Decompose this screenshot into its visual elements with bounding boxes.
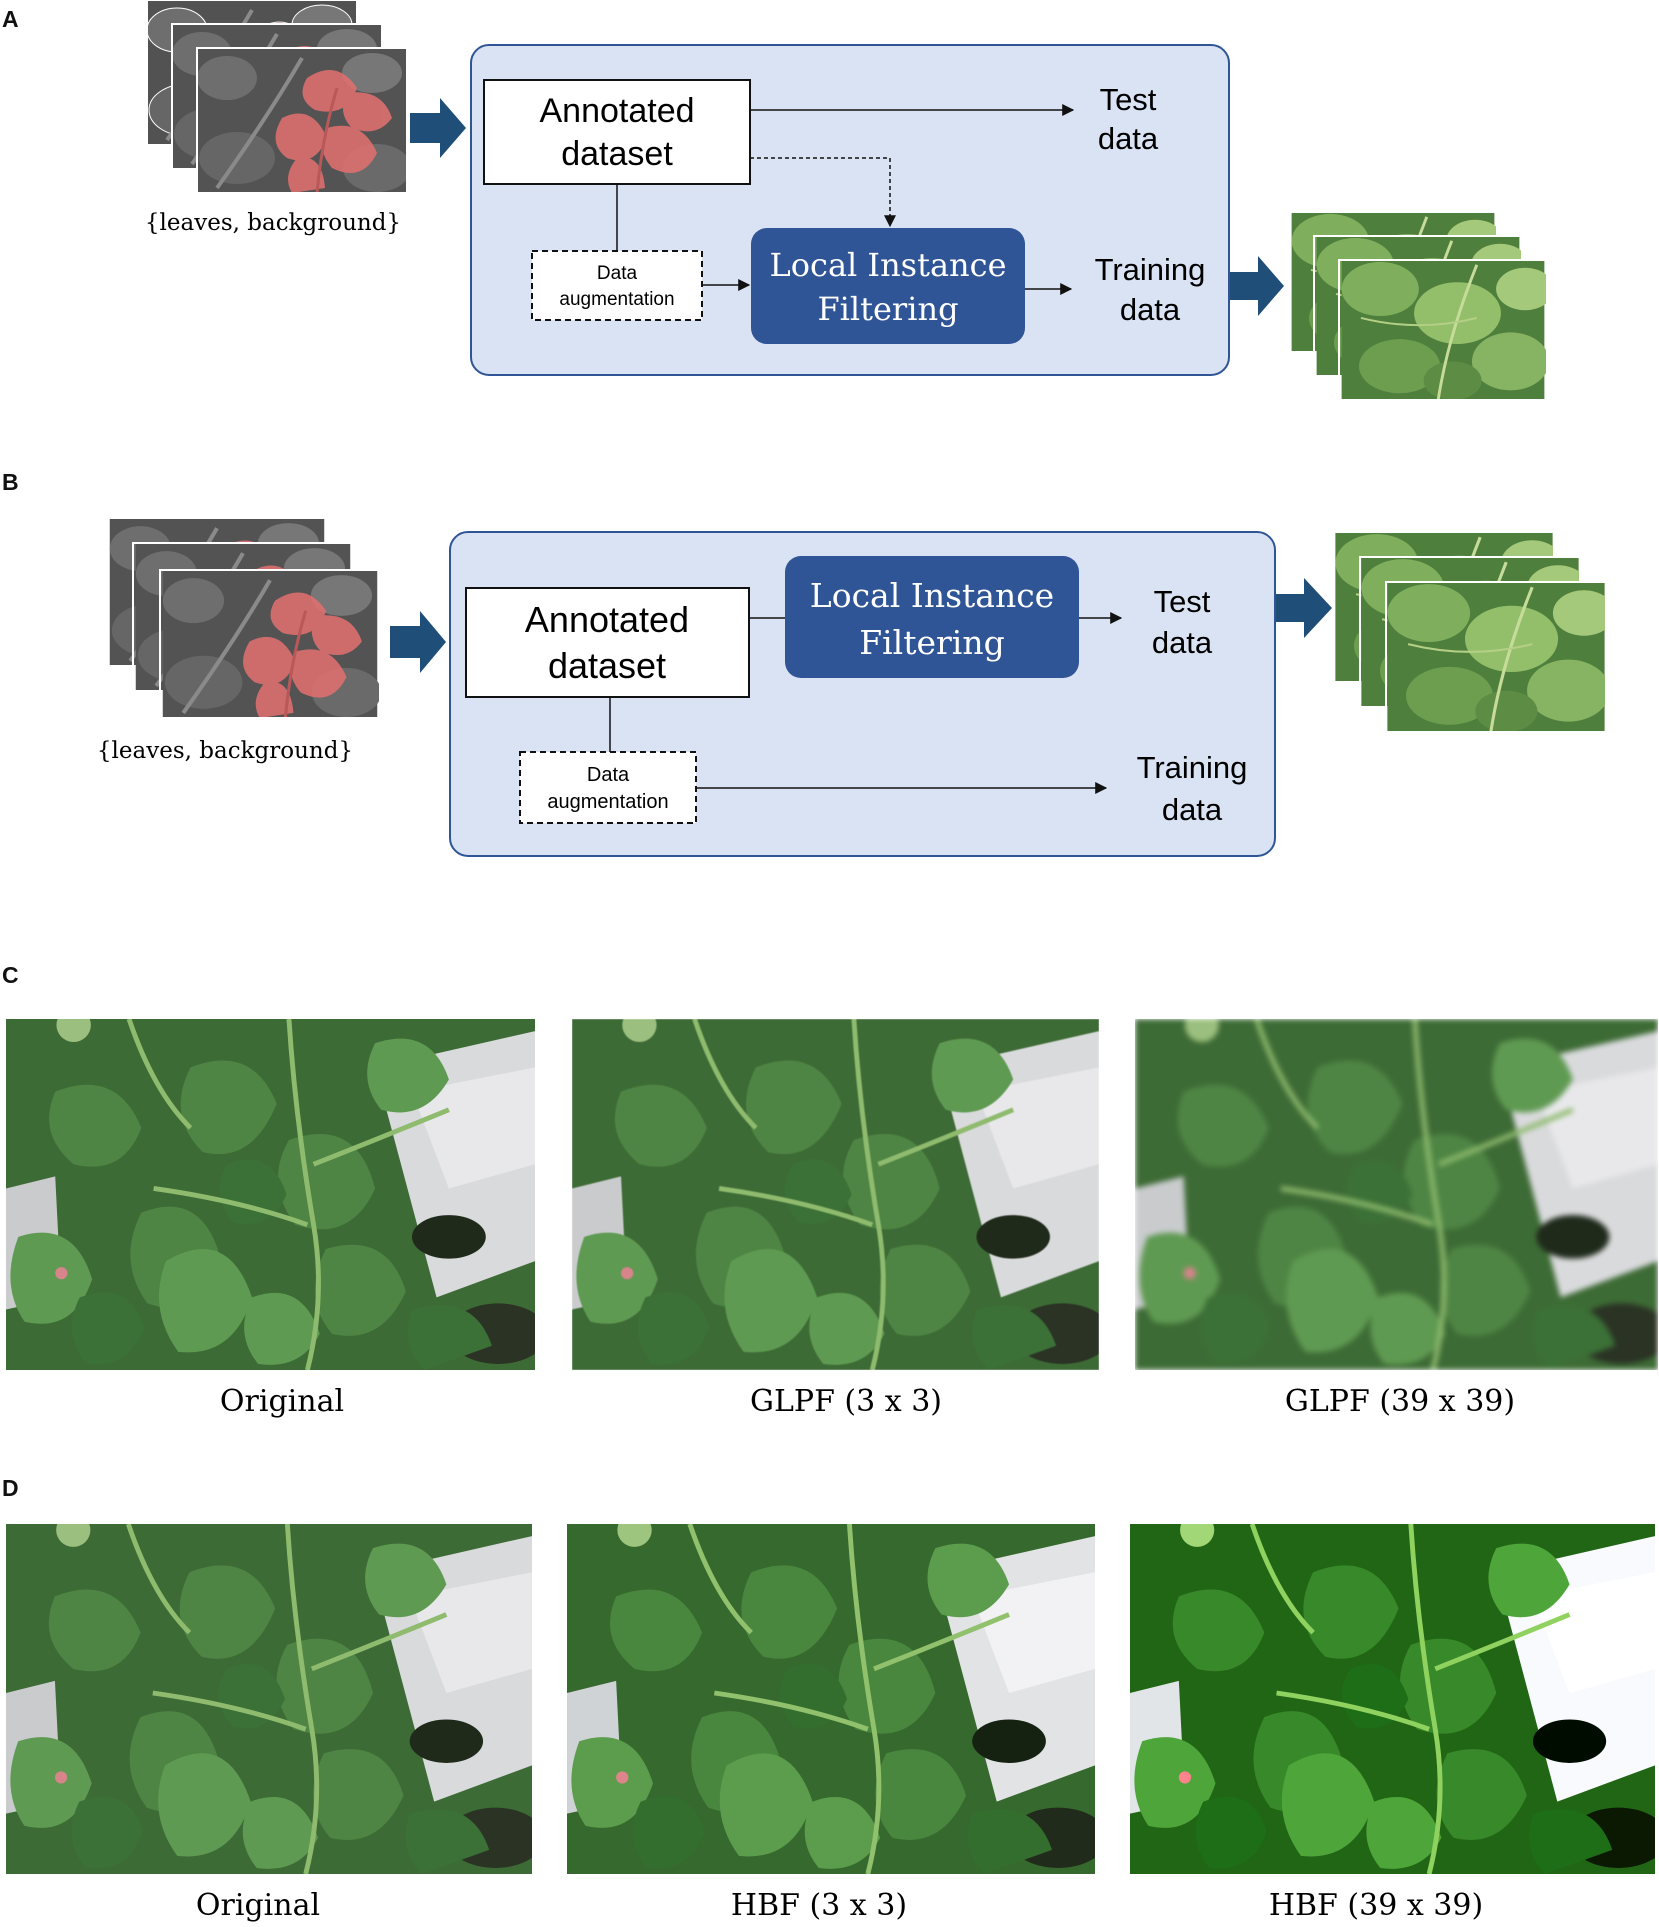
caption-hbf-39x39: HBF (39 x 39) (1269, 1888, 1483, 1923)
annotated-image-stack (106, 517, 381, 719)
data-augmentation-box (519, 751, 697, 824)
output-image-stack (1333, 531, 1607, 733)
panel-letter: B (2, 469, 19, 495)
glpf-3x3-photo (572, 1008, 1111, 1370)
caption-hbf-3x3: HBF (3 x 3) (731, 1888, 907, 1923)
local-instance-filtering-line2: Filtering (817, 290, 958, 328)
glpf-39x39-photo (1135, 1008, 1659, 1370)
local-instance-filtering-line2: Filtering (859, 623, 1005, 662)
annotated-dataset-line2: dataset (561, 135, 673, 173)
panel-letter: C (2, 962, 19, 988)
annotated-dataset-line2: dataset (548, 645, 666, 686)
test-data-line2: data (1152, 625, 1213, 660)
panel-a: A {leaves, background} Annotated dataset… (2, 0, 1548, 401)
annotated-dataset-line1: Annotated (539, 92, 694, 130)
panel-letter: D (2, 1475, 19, 1501)
hbf-3x3-photo (567, 1513, 1107, 1874)
data-augmentation-line2: augmentation (559, 289, 674, 310)
local-instance-filtering-box (785, 556, 1079, 678)
original-photo (6, 1008, 547, 1370)
panel-d: D Original HBF (3 x 3) HBF (39 x 39) (2, 1475, 1659, 1923)
training-data-line2: data (1162, 792, 1223, 827)
panel-letter: A (2, 6, 19, 32)
test-data-line1: Test (1100, 82, 1157, 117)
caption-glpf-3x3: GLPF (3 x 3) (750, 1384, 942, 1419)
data-augmentation-box (531, 250, 703, 321)
data-augmentation-line1: Data (597, 263, 638, 284)
hbf-39x39-photo (1130, 1513, 1659, 1874)
training-data-line2: data (1120, 292, 1181, 327)
annotated-image-stack (146, 0, 408, 194)
classes-label: {leaves, background} (97, 738, 353, 764)
panel-b: B {leaves, background} Annotated dataset… (2, 469, 1607, 857)
test-data-line1: Test (1154, 584, 1211, 619)
block-arrow-out (1276, 578, 1332, 638)
local-instance-filtering-line1: Local Instance (810, 576, 1054, 615)
block-arrow-out (1230, 256, 1284, 316)
caption-original: Original (196, 1888, 320, 1923)
output-image-stack (1288, 211, 1548, 401)
training-data-line1: Training (1137, 750, 1248, 785)
data-augmentation-line2: augmentation (547, 791, 668, 813)
test-data-line2: data (1098, 121, 1159, 156)
block-arrow-in (410, 98, 466, 158)
caption-original: Original (220, 1384, 344, 1419)
local-instance-filtering-line1: Local Instance (770, 246, 1007, 284)
caption-glpf-39x39: GLPF (39 x 39) (1285, 1384, 1515, 1419)
local-instance-filtering-box (751, 228, 1025, 344)
original-photo (6, 1513, 544, 1874)
panel-c: C Original GLPF (3 x 3) GLPF (39 x 39) (2, 962, 1659, 1419)
dashed-arrow-to-filtering (750, 157, 896, 228)
annotated-dataset-line1: Annotated (525, 599, 689, 640)
data-augmentation-line1: Data (587, 764, 630, 786)
block-arrow-in (390, 611, 446, 673)
annotated-dataset-box (483, 79, 751, 185)
classes-label: {leaves, background} (145, 210, 401, 236)
training-data-line1: Training (1095, 252, 1206, 287)
annotated-dataset-box (465, 587, 750, 698)
